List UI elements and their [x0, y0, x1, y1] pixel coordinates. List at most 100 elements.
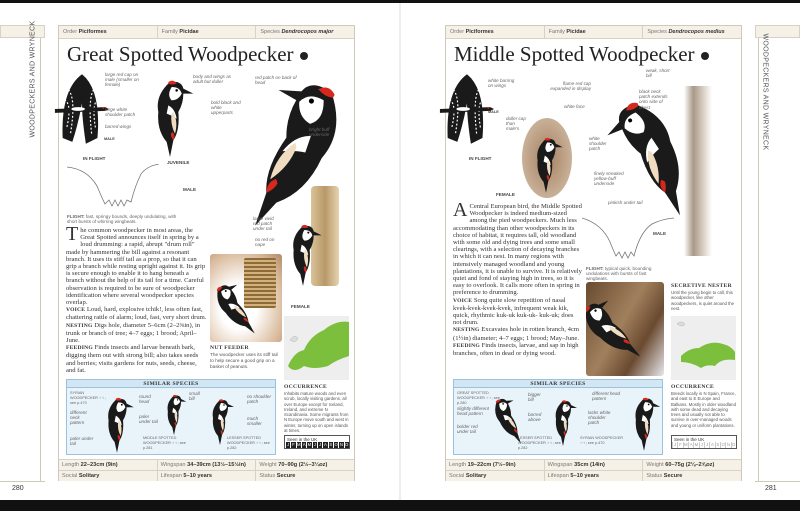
nut-feeder-photo [210, 254, 282, 342]
order-field: Order Piciformes [59, 26, 158, 38]
female-illustration [528, 126, 564, 202]
tree-trunk [684, 86, 712, 256]
similar-species-1[interactable]: GREAT SPOTTED WOODPECKER ♂♀; see p.280 [457, 391, 500, 406]
label-vivid-red: large vivid red patch under tail [253, 216, 274, 232]
note-small-bill: small bill [189, 391, 200, 402]
taxonomy-header: Order Piciformes Family Picidae Species … [59, 26, 354, 39]
flight-path-diagram [582, 217, 675, 259]
month-cell: F [290, 442, 296, 448]
family-field: Family Picidae [158, 26, 257, 38]
stats-row-1: Length 19–22cm (7½–9in) Wingspan 35cm (1… [446, 459, 741, 470]
species-card-great-spotted: Order Piciformes Family Picidae Species … [58, 25, 355, 481]
sound-icon[interactable] [299, 52, 308, 61]
wingspan-field: Wingspan 34–39cm (13½–15½in) [158, 460, 257, 470]
month-cell: M [295, 442, 301, 448]
month-cell: N [725, 442, 731, 448]
page-gutter [399, 3, 401, 500]
month-cell: N [338, 442, 344, 448]
flight-description: FLIGHT: typical quick, bounding undulati… [586, 266, 652, 282]
caption-in-flight: IN FLIGHT [83, 156, 106, 161]
weight-field: Weight 70–90g (2½–3¼oz) [259, 462, 328, 468]
in-flight-illustration [53, 70, 111, 148]
similar-species-2[interactable]: MIDDLE SPOTTED WOODPECKER ♂♀; see p.281 [143, 436, 186, 451]
caption-female: FEMALE [291, 304, 310, 309]
note-much-smaller: much smaller [247, 416, 262, 427]
lifespan-field: Lifespan 5–10 years [545, 471, 644, 481]
month-cell: S [327, 442, 333, 448]
month-cell: J [698, 442, 704, 448]
similar-species-title: SIMILAR SPECIES [454, 380, 662, 388]
month-cell: O [719, 442, 726, 448]
female-illustration [283, 204, 323, 304]
side-tab [0, 25, 45, 38]
note-round-head: round head [139, 394, 151, 405]
species-card-middle-spotted: Order Piciformes Family Picidae Species … [445, 25, 742, 481]
section-label: WOODPECKERS AND WRYNECK [29, 20, 37, 138]
weight-field: Weight 60–75g (2⅛–2⅝oz) [646, 462, 715, 468]
label-weak-bill: weak, short bill [646, 68, 670, 79]
family-field: Family Picidae [545, 26, 644, 38]
tree-trunk [311, 186, 339, 286]
secretive-nester-caption: SECRETIVE NESTER Until the young begin t… [671, 283, 735, 311]
label-flame-cap: flame-red cap expanded in display [550, 81, 591, 92]
similar-species-3[interactable]: SYRIAN WOODPECKER ♂♀; see p.470 [580, 436, 624, 446]
month-cell: J [311, 442, 317, 448]
month-cell: J [672, 442, 678, 448]
month-cell: J [285, 442, 291, 448]
social-field: Social Solitary [59, 471, 158, 481]
label-streaked: finely streaked yellow-buff underside [594, 171, 624, 187]
page-number: 280 [12, 485, 24, 492]
label-pinkish: pinkish under tail [608, 200, 643, 205]
similar-species-panel: SIMILAR SPECIES SYRIAN WOODPECKER ♂♀; se… [66, 379, 276, 455]
label-barred: barred wings [105, 124, 132, 129]
similar-species-2[interactable]: LESSER SPOTTED WOODPECKER ♂♀; see p.282 [518, 436, 561, 451]
lifespan-field: Lifespan 5–10 years [158, 471, 257, 481]
label-white-face: white face [564, 104, 585, 109]
sound-icon[interactable] [700, 52, 709, 61]
label-white-barring: white barring on wings [488, 78, 515, 89]
stats-row-2: Social Solitary Lifespan 5–10 years Stat… [446, 470, 741, 481]
wingspan-field: Wingspan 35cm (14in) [545, 460, 644, 470]
stats-row-2: Social Solitary Lifespan 5–10 years Stat… [59, 470, 354, 481]
juvenile-illustration [145, 72, 195, 162]
note-different-head: slightly different head pattern [457, 406, 489, 417]
label-male-flight: MALE [488, 110, 499, 114]
note-different-head-2: different head pattern [592, 391, 621, 402]
flight-path-diagram [67, 164, 160, 207]
label-male-flight: MALE [104, 137, 115, 141]
similar-species-title: SIMILAR SPECIES [67, 380, 275, 388]
label-shoulder: large white shoulder patch [105, 107, 136, 118]
species-description: A Central European bird, the Middle Spot… [453, 199, 582, 358]
label-duller-cap: duller cap than male's [506, 116, 526, 132]
note-bigger-bill: bigger bill [528, 392, 541, 403]
label-red-patch: red patch on back of head [255, 75, 297, 86]
species-field: Species Dendrocopos major [260, 29, 334, 35]
similar-species-1[interactable]: SYRIAN WOODPECKER ♂♀; see p.470 [70, 391, 106, 406]
note-lacks-shoulder: lacks white shoulder patch [588, 410, 611, 426]
month-cell: S [714, 442, 720, 448]
caption-juvenile: JUVENILE [167, 160, 190, 165]
label-neck-patch: black neck patch extends onto side of ch… [639, 89, 668, 110]
month-cell: D [730, 442, 736, 448]
similar-species-3[interactable]: LESSER SPOTTED WOODPECKER ♂♀; see p.282 [227, 436, 270, 451]
occurrence-section: OCCURRENCE Inhabits mature woods and eve… [284, 384, 349, 434]
flight-description: FLIGHT: fast, springy bounds, deeply und… [67, 214, 177, 225]
section-label: WOODPECKERS AND WRYNECK [761, 33, 769, 151]
stats-row-1: Length 22–23cm (9in) Wingspan 34–39cm (1… [59, 459, 354, 470]
middle-spotted-illustration [159, 392, 189, 436]
top-border [0, 0, 800, 3]
label-bold-black: bold black and white upperparts [211, 100, 241, 116]
month-cell: A [322, 442, 328, 448]
caption-in-flight: IN FLIGHT [469, 156, 492, 161]
month-cell: J [703, 442, 710, 448]
month-cell: M [693, 442, 699, 448]
page-number: 281 [765, 485, 777, 492]
month-cell: F [677, 442, 683, 448]
length-field: Length 19–22cm (7½–9in) [446, 460, 545, 470]
order-field: Order Piciformes [446, 26, 545, 38]
label-red-cap: large red cap on male (smaller on female… [105, 72, 139, 88]
caption-female: FEMALE [496, 192, 515, 197]
